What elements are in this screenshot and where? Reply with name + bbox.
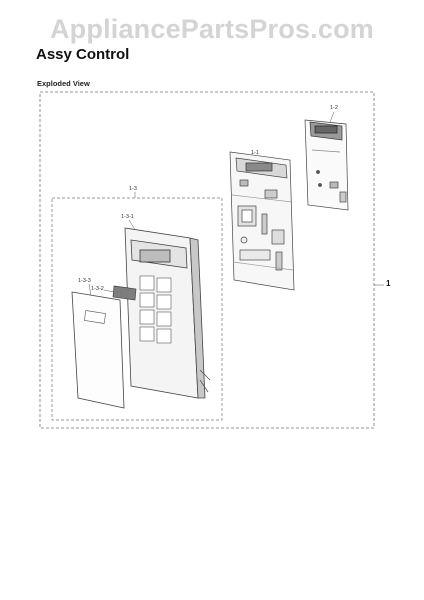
group-boundary-1-3: [51, 197, 223, 421]
callout-front-panel: 1-3-1: [121, 214, 134, 220]
leader-1-3-3: [88, 283, 92, 297]
callout-membrane: 1-3-3: [78, 278, 91, 284]
display-board: [304, 119, 349, 211]
callout-assembly: 1: [386, 279, 391, 288]
callout-main-board: 1-1: [251, 150, 259, 156]
callout-display-board: 1-2: [330, 105, 338, 111]
front-panel: [124, 227, 211, 399]
callout-window: 1-3-2: [91, 286, 104, 292]
leader-1-2: [329, 111, 335, 123]
display-window: [112, 285, 137, 301]
watermark-logo: AppliancePartsPros.com: [49, 14, 374, 44]
main-control-board: [229, 151, 295, 291]
page-title: Assy Control: [36, 46, 130, 63]
view-label: Exploded View: [37, 79, 90, 88]
outer-assembly-boundary: [39, 91, 375, 429]
membrane-panel: [71, 291, 125, 409]
leader-1-3-2: [103, 289, 115, 293]
callout-front-panel-group: 1-3: [129, 186, 137, 192]
